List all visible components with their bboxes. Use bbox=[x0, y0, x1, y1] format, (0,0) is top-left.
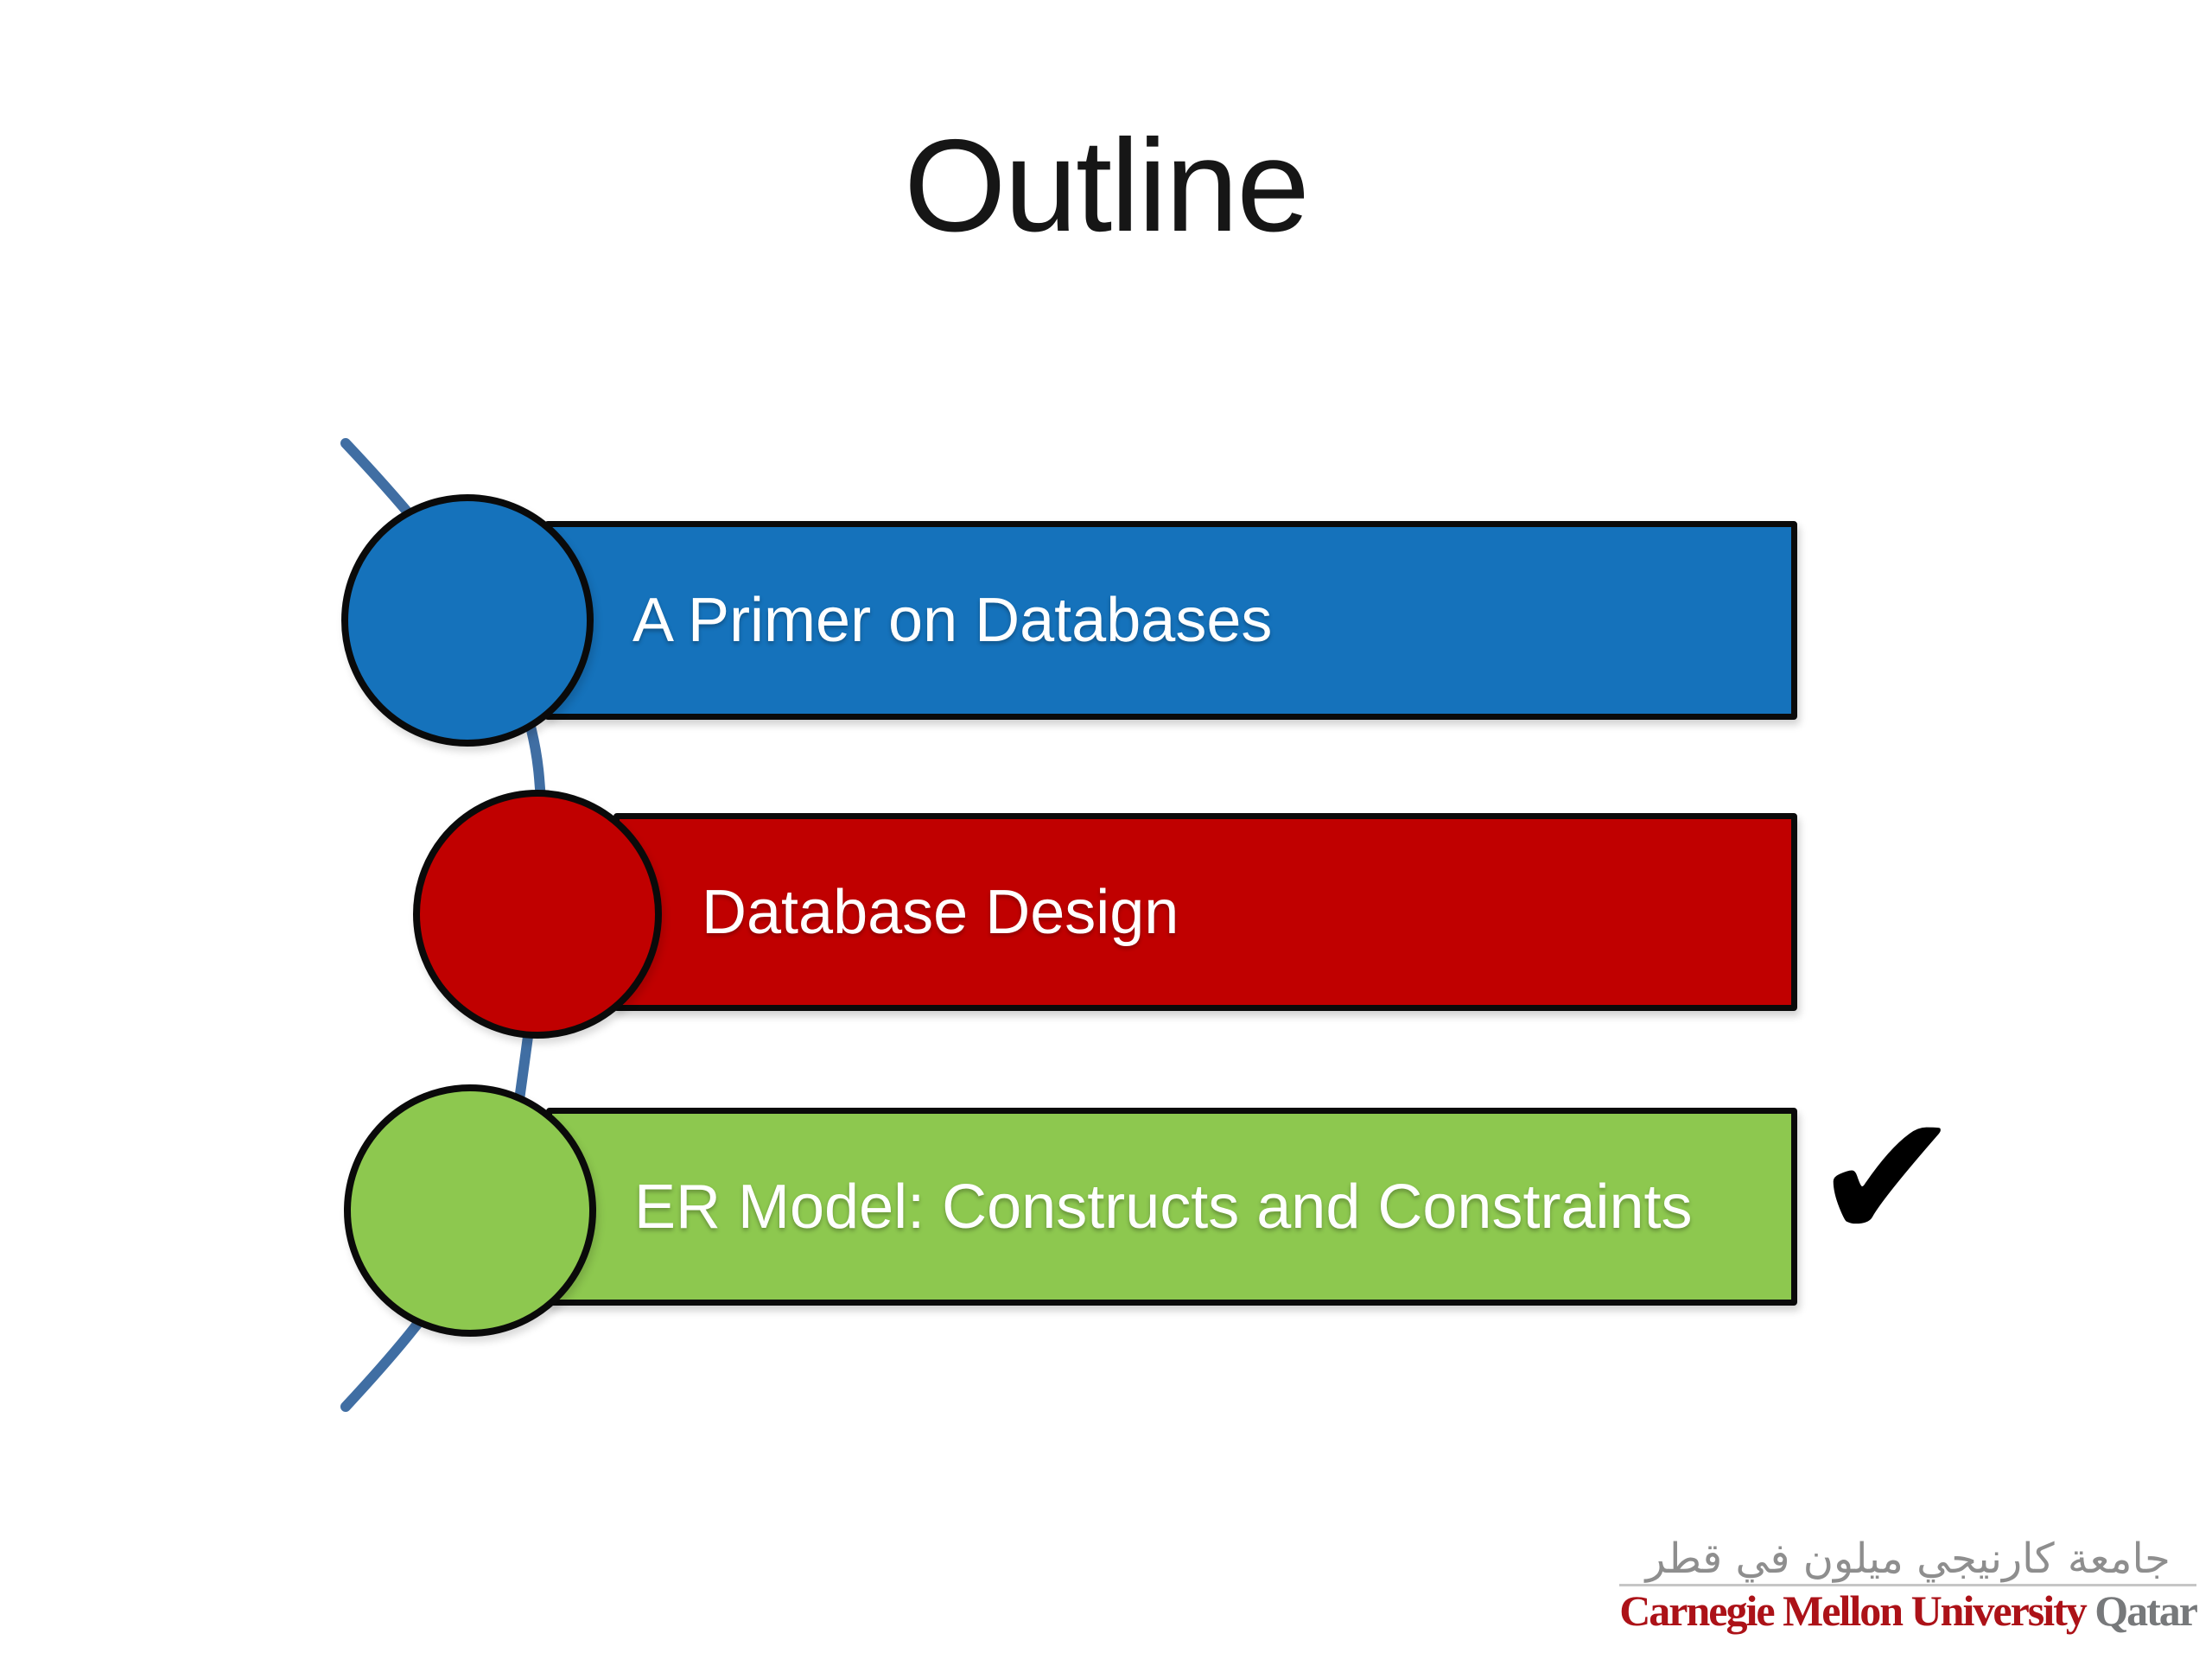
bullet-circle-primer bbox=[341, 494, 594, 747]
outline-bar-er-model: ER Model: Constructs and Constraints bbox=[546, 1108, 1797, 1306]
outline-bar-label: Database Design bbox=[702, 877, 1179, 947]
logo-divider-line bbox=[1619, 1583, 2196, 1586]
bullet-circle-design bbox=[413, 790, 662, 1039]
logo-campus-name: Qatar bbox=[2085, 1586, 2198, 1635]
bullet-circle-er-model bbox=[344, 1084, 596, 1337]
logo-university-name: Carnegie Mellon University bbox=[1619, 1586, 2088, 1635]
cmu-qatar-logo-arabic-text: جامعة كارنيجي ميلون في قطر bbox=[1645, 1535, 2171, 1583]
outline-bar-label: ER Model: Constructs and Constraints bbox=[634, 1172, 1693, 1242]
outline-bar-design: Database Design bbox=[613, 813, 1797, 1011]
slide-title: Outline bbox=[904, 112, 1310, 259]
checkmark-icon: ✔ bbox=[1813, 1076, 1961, 1281]
outline-bar-label: A Primer on Databases bbox=[632, 586, 1273, 655]
outline-bar-primer: A Primer on Databases bbox=[544, 521, 1797, 720]
cmu-qatar-logo: جامعة كارنيجي ميلون في قطر Carnegie Mell… bbox=[1619, 1535, 2198, 1637]
cmu-qatar-logo-english-text: Carnegie Mellon University Qatar bbox=[1619, 1586, 2198, 1637]
